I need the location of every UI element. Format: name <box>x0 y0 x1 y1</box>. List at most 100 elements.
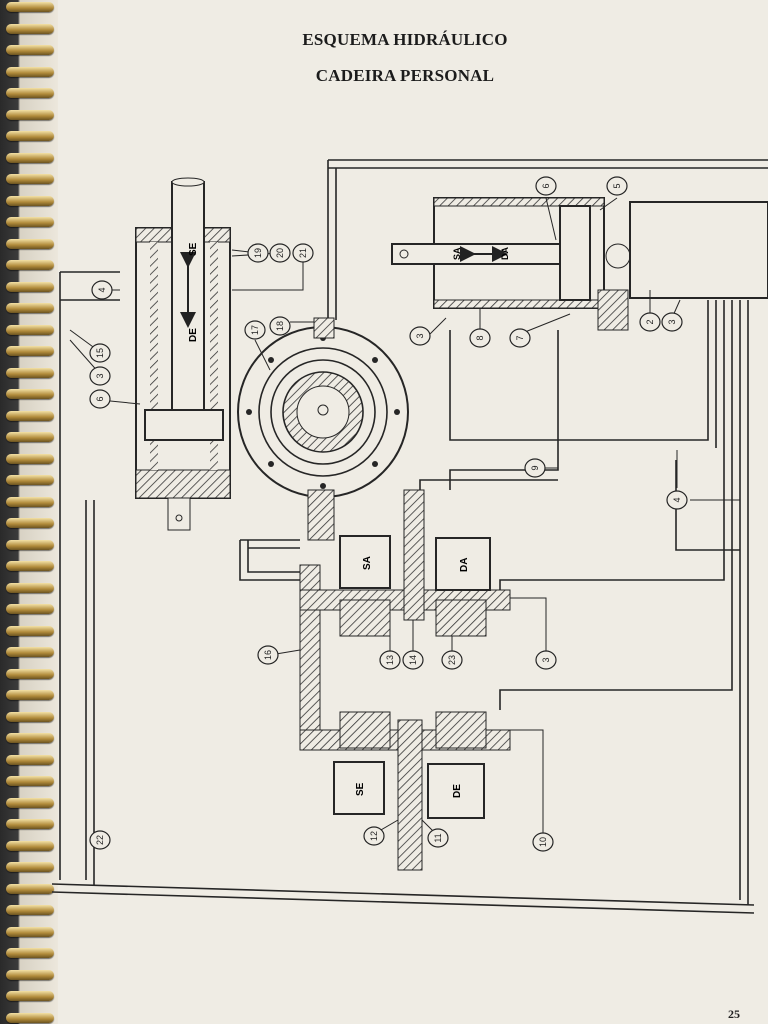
spiral-ring <box>6 883 54 894</box>
spiral-ring <box>6 776 54 786</box>
callout-number: 4 <box>672 497 682 502</box>
spiral-ring <box>6 991 54 1001</box>
spiral-ring <box>6 969 54 980</box>
spiral-ring <box>6 647 54 657</box>
spiral-ring <box>6 238 54 249</box>
callout-circle <box>292 243 314 263</box>
spiral-binding <box>0 0 58 1024</box>
spiral-ring <box>6 303 54 313</box>
spiral-ring <box>6 109 54 120</box>
spiral-ring <box>6 281 54 292</box>
callout-number: 5 <box>612 183 622 188</box>
callout-circle <box>91 280 113 300</box>
callout-circle <box>89 830 111 850</box>
callout-number: 3 <box>667 319 677 324</box>
spiral-ring <box>6 1012 54 1023</box>
spiral-ring <box>6 410 54 421</box>
callout-number: 13 <box>385 655 395 665</box>
callout-number: 11 <box>433 833 443 842</box>
diagram-title: ESQUEMA HIDRÁULICO <box>302 30 508 49</box>
right-cylinder: SA DA <box>391 197 768 331</box>
callout-number: 2 <box>645 319 655 324</box>
callout-number: 10 <box>538 837 548 847</box>
spiral-ring <box>6 389 54 399</box>
callout-number: 17 <box>250 325 260 335</box>
callout-circle <box>509 328 531 348</box>
pipe-top-drop <box>327 160 337 320</box>
spiral-ring <box>6 690 54 700</box>
spiral-ring <box>6 797 54 808</box>
spiral-ring <box>6 733 54 743</box>
spiral-ring <box>6 582 54 593</box>
spiral-ring <box>6 518 54 528</box>
left-cylinder-label-se: SE <box>188 242 199 256</box>
callout-circle <box>379 650 401 670</box>
callout-circle <box>269 243 291 263</box>
callout-circle <box>524 458 546 478</box>
callout-number: 20 <box>275 248 285 258</box>
spiral-ring <box>6 195 54 206</box>
spiral-ring <box>6 754 54 765</box>
callout-number: 6 <box>95 396 105 401</box>
callout-number: 8 <box>475 335 485 340</box>
diagram-subtitle: CADEIRA PERSONAL <box>315 66 495 85</box>
spiral-ring <box>6 174 54 184</box>
callout-circle <box>269 316 291 336</box>
callout-number: 23 <box>447 655 457 665</box>
callout-number: 18 <box>275 321 285 331</box>
spiral-ring <box>6 668 54 679</box>
callout-circle <box>469 328 491 348</box>
callout-circle <box>441 650 463 670</box>
page-number: 25 <box>728 1007 740 1021</box>
valve-label-de: DE <box>452 784 463 798</box>
valve-label-se: SE <box>355 782 366 796</box>
spiral-ring <box>6 840 54 851</box>
pipe-top <box>328 159 768 169</box>
spiral-ring <box>6 539 54 550</box>
callout-circle <box>89 343 111 363</box>
spiral-ring <box>6 819 54 829</box>
right-cylinder-label-sa: SA <box>452 247 462 260</box>
callout-number: 16 <box>263 650 273 660</box>
left-cylinder: SE DE <box>135 177 231 531</box>
callout-number: 12 <box>369 831 379 841</box>
callout-number: 9 <box>530 465 540 470</box>
callout-circle <box>89 366 111 386</box>
callout-circle <box>606 176 628 196</box>
spiral-ring <box>6 23 54 34</box>
spiral-ring <box>6 2 54 12</box>
pipe-left-vert <box>85 500 95 886</box>
callout-circle <box>257 645 279 665</box>
callout-circle <box>244 320 266 340</box>
valve-label-da: DA <box>459 558 470 572</box>
spiral-ring <box>6 131 54 141</box>
callout-number: 3 <box>95 373 105 378</box>
callout-number: 19 <box>253 248 263 258</box>
callout-number: 3 <box>415 333 425 338</box>
callout-circle <box>409 326 431 346</box>
spiral-ring <box>6 862 54 872</box>
spiral-ring <box>6 88 54 98</box>
spiral-ring <box>6 625 54 636</box>
spiral-ring <box>6 711 54 722</box>
callout-number: 21 <box>298 248 308 258</box>
spiral-ring <box>6 432 54 442</box>
spiral-ring <box>6 561 54 571</box>
pipe-bottom <box>51 883 755 914</box>
right-cylinder-label-da: DA <box>500 247 510 260</box>
spiral-ring <box>6 45 54 55</box>
pump-motor <box>237 317 409 541</box>
callout-circle <box>535 176 557 196</box>
callout-circle <box>535 650 557 670</box>
spiral-ring <box>6 926 54 937</box>
spiral-ring <box>6 346 54 356</box>
callout-circle <box>661 312 683 332</box>
spiral-ring <box>6 475 54 485</box>
spiral-ring <box>6 260 54 270</box>
left-cylinder-label-de: DE <box>188 328 199 342</box>
callout-circle <box>532 832 554 852</box>
spiral-ring <box>6 324 54 335</box>
spiral-ring <box>6 453 54 464</box>
